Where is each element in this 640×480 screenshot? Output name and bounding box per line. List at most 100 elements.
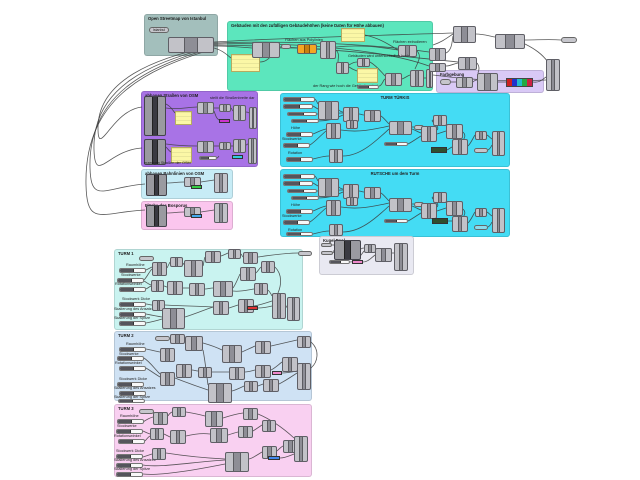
number-slider[interactable] (116, 472, 143, 477)
gh-component[interactable] (492, 208, 505, 233)
number-slider[interactable] (119, 312, 146, 317)
number-slider[interactable] (119, 287, 146, 292)
gh-component[interactable] (346, 197, 358, 206)
gh-component[interactable] (282, 357, 298, 372)
gh-param[interactable] (321, 251, 333, 255)
gh-component[interactable] (152, 262, 167, 276)
number-slider[interactable] (117, 419, 144, 424)
gh-component[interactable] (272, 293, 286, 319)
colour-swatch[interactable] (268, 456, 280, 460)
gh-component[interactable] (184, 260, 203, 277)
number-slider[interactable] (287, 112, 317, 116)
data-panel[interactable] (341, 28, 365, 42)
colour-swatch[interactable] (431, 147, 447, 153)
gh-param[interactable]: Istanbul (149, 27, 169, 33)
gh-component[interactable] (208, 383, 232, 403)
number-slider[interactable] (329, 260, 350, 264)
colour-swatch[interactable] (272, 371, 282, 375)
gh-component[interactable] (214, 173, 228, 193)
number-slider[interactable] (384, 219, 408, 223)
gh-param[interactable] (281, 44, 291, 49)
gh-component[interactable] (252, 42, 280, 58)
number-slider[interactable] (119, 347, 146, 352)
gh-component[interactable] (446, 201, 463, 216)
colour-swatch[interactable] (219, 119, 230, 123)
gh-component[interactable] (210, 428, 228, 443)
number-slider[interactable] (384, 142, 408, 146)
number-slider[interactable] (117, 382, 144, 387)
number-slider[interactable] (119, 302, 146, 307)
number-slider[interactable] (283, 174, 315, 179)
colour-swatch[interactable] (232, 155, 243, 159)
gh-component[interactable] (453, 26, 476, 43)
gh-component[interactable] (213, 301, 229, 315)
gh-component[interactable] (398, 45, 417, 57)
number-slider[interactable] (199, 156, 217, 160)
gh-component[interactable] (160, 348, 175, 362)
gh-component[interactable] (153, 412, 168, 425)
gh-component[interactable] (146, 174, 167, 196)
gh-component[interactable] (205, 411, 223, 427)
gh-component[interactable] (389, 121, 412, 135)
gh-component[interactable] (329, 149, 343, 163)
gh-component[interactable] (343, 107, 359, 122)
gradient-bar[interactable] (506, 78, 533, 87)
gh-component[interactable] (364, 187, 381, 199)
gh-component[interactable] (375, 248, 392, 262)
number-slider[interactable] (118, 439, 145, 444)
number-slider[interactable] (118, 399, 145, 403)
number-slider[interactable] (291, 119, 319, 123)
number-slider[interactable] (116, 454, 143, 459)
gh-component[interactable] (160, 372, 175, 386)
gh-component[interactable] (144, 139, 166, 165)
gh-component[interactable] (228, 249, 241, 259)
gh-component[interactable] (410, 70, 424, 87)
gh-component[interactable] (297, 336, 311, 348)
gh-component[interactable] (433, 115, 447, 126)
gh-component[interactable] (167, 281, 183, 295)
gh-component[interactable] (233, 139, 246, 153)
gh-component[interactable] (364, 110, 381, 122)
gh-component[interactable] (219, 142, 231, 150)
gh-component[interactable] (385, 73, 402, 86)
gh-component[interactable] (189, 283, 205, 296)
data-panel[interactable] (175, 111, 192, 125)
gh-component[interactable] (243, 408, 258, 420)
gh-component[interactable] (429, 48, 446, 61)
number-slider[interactable] (119, 268, 146, 273)
gh-component[interactable] (238, 426, 253, 438)
gh-component[interactable] (254, 283, 268, 295)
gh-param[interactable] (474, 148, 488, 153)
gh-param[interactable] (474, 225, 488, 230)
colour-swatch[interactable] (432, 218, 448, 224)
gh-component[interactable] (334, 240, 361, 260)
gh-component[interactable] (229, 367, 245, 380)
colour-swatch[interactable] (247, 306, 258, 310)
gh-component[interactable] (456, 77, 473, 88)
gh-component[interactable] (263, 379, 279, 392)
gh-component[interactable] (262, 420, 276, 432)
gh-component[interactable] (546, 59, 560, 91)
gh-component[interactable] (389, 198, 412, 212)
gh-component[interactable] (297, 363, 311, 390)
number-slider[interactable] (283, 143, 310, 148)
gh-component[interactable] (172, 407, 186, 417)
gh-component[interactable] (146, 205, 167, 227)
number-slider[interactable] (116, 429, 143, 434)
gh-component[interactable] (162, 308, 185, 329)
gh-component[interactable] (255, 365, 271, 378)
data-panel[interactable] (171, 147, 192, 163)
gh-component[interactable] (329, 224, 343, 236)
gh-component[interactable] (336, 62, 349, 74)
number-slider[interactable] (286, 232, 313, 236)
gh-component[interactable] (219, 104, 231, 112)
gh-component[interactable] (240, 267, 256, 281)
gh-component[interactable] (170, 334, 185, 344)
gh-param[interactable] (139, 256, 154, 261)
gh-component[interactable] (287, 297, 300, 321)
gh-component[interactable] (294, 436, 308, 462)
gh-component[interactable] (244, 381, 258, 392)
gh-param[interactable] (440, 79, 451, 85)
colour-swatch[interactable] (352, 260, 363, 264)
colour-swatch[interactable] (191, 214, 202, 218)
